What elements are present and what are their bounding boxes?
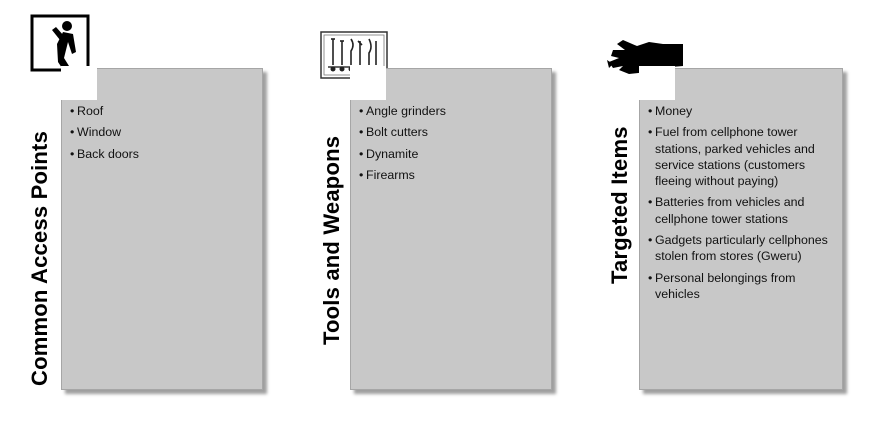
item-list: Money Fuel from cellphone tower stations… <box>648 103 834 302</box>
list-item: Money <box>648 103 834 120</box>
column-tools-and-weapons: Angle grinders Bolt cutters Dynamite Fir… <box>290 0 552 421</box>
item-list: Roof Window Back doors <box>70 103 254 162</box>
list-item: Back doors <box>70 146 254 163</box>
panel-common-access-points: Roof Window Back doors <box>61 68 263 390</box>
panel-tab-cutout <box>61 66 97 100</box>
column-heading: Common Access Points <box>27 130 52 386</box>
list-item: Personal belongings from vehicles <box>648 270 834 303</box>
list-item: Gadgets particularly cellphones stolen f… <box>648 232 834 265</box>
list-item: Fuel from cellphone tower stations, park… <box>648 124 834 189</box>
list-item: Bolt cutters <box>359 124 543 141</box>
list-item: Roof <box>70 103 254 120</box>
panel-targeted-items: Money Fuel from cellphone tower stations… <box>639 68 843 390</box>
panel-tab-cutout <box>350 66 386 100</box>
column-heading: Tools and Weapons <box>319 135 344 345</box>
list-item: Window <box>70 124 254 141</box>
column-heading: Targeted Items <box>607 126 632 284</box>
list-item: Batteries from vehicles and cellphone to… <box>648 194 834 227</box>
item-list: Angle grinders Bolt cutters Dynamite Fir… <box>359 103 543 183</box>
column-targeted-items: Money Fuel from cellphone tower stations… <box>580 0 843 421</box>
list-item: Angle grinders <box>359 103 543 120</box>
column-common-access-points: Roof Window Back doors Common Access Poi… <box>0 0 263 421</box>
list-item: Firearms <box>359 167 543 184</box>
panel-tools-and-weapons: Angle grinders Bolt cutters Dynamite Fir… <box>350 68 552 390</box>
panel-tab-cutout <box>639 66 675 100</box>
grabbing-hand-icon <box>603 38 685 78</box>
list-item: Dynamite <box>359 146 543 163</box>
